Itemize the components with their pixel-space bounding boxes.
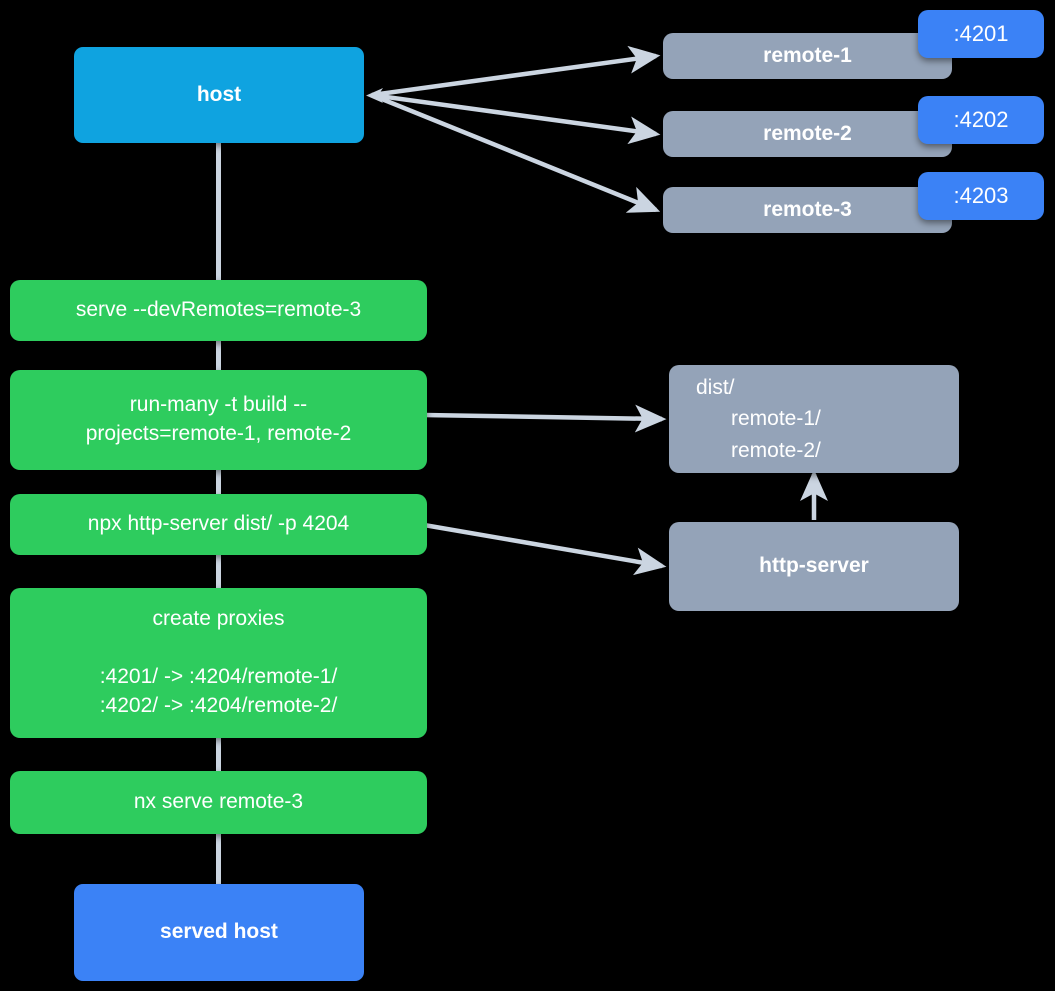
- node-command-run-many-label: run-many -t build -- projects=remote-1, …: [85, 393, 352, 445]
- edge-npx-to-http-server: [423, 522, 667, 576]
- edge-host-to-remote-1: [371, 45, 661, 98]
- node-command-run-many[interactable]: run-many -t build -- projects=remote-1, …: [10, 370, 427, 470]
- node-served-host-label: served host: [160, 920, 278, 944]
- node-remote-2-label: remote-2: [763, 121, 852, 145]
- edge-run-many-to-dist: [423, 404, 667, 433]
- edge-host-to-remote-3: [371, 92, 661, 213]
- port-badge-remote-3-label: :4203: [953, 183, 1009, 208]
- node-remote-3-label: remote-3: [763, 197, 852, 221]
- port-badge-remote-1: :4201: [918, 10, 1044, 58]
- node-served-host[interactable]: served host: [74, 884, 364, 981]
- node-command-create-proxies[interactable]: create proxies :4201/ -> :4204/remote-1/…: [10, 588, 427, 738]
- node-host[interactable]: host: [74, 47, 364, 143]
- node-command-npx-http-server[interactable]: npx http-server dist/ -p 4204: [10, 494, 427, 555]
- node-dist-folder-label: dist/ remote-1/ remote-2/: [696, 376, 821, 462]
- node-command-create-proxies-label: create proxies :4201/ -> :4204/remote-1/…: [99, 607, 338, 717]
- node-command-serve-devremotes-label: serve --devRemotes=remote-3: [75, 298, 362, 322]
- node-remote-2[interactable]: remote-2: [663, 111, 952, 157]
- port-badge-remote-3: :4203: [918, 172, 1044, 220]
- node-http-server[interactable]: http-server: [669, 522, 959, 611]
- node-host-label: host: [196, 82, 242, 106]
- node-command-nx-serve-remote-3-label: nx serve remote-3: [133, 790, 304, 814]
- node-dist-folder[interactable]: dist/ remote-1/ remote-2/: [669, 365, 959, 473]
- port-badge-remote-2: :4202: [918, 96, 1044, 144]
- node-remote-3[interactable]: remote-3: [663, 187, 952, 233]
- node-command-nx-serve-remote-3[interactable]: nx serve remote-3: [10, 771, 427, 834]
- node-command-serve-devremotes[interactable]: serve --devRemotes=remote-3: [10, 280, 427, 341]
- edge-host-to-remote-2: [371, 92, 661, 145]
- port-badge-remote-2-label: :4202: [953, 107, 1009, 132]
- node-remote-1[interactable]: remote-1: [663, 33, 952, 79]
- node-command-npx-http-server-label: npx http-server dist/ -p 4204: [87, 512, 350, 536]
- node-http-server-label: http-server: [759, 554, 869, 578]
- node-remote-1-label: remote-1: [763, 43, 852, 67]
- port-badge-remote-1-label: :4201: [953, 21, 1009, 46]
- edge-arrowhead-into-host: [366, 88, 383, 103]
